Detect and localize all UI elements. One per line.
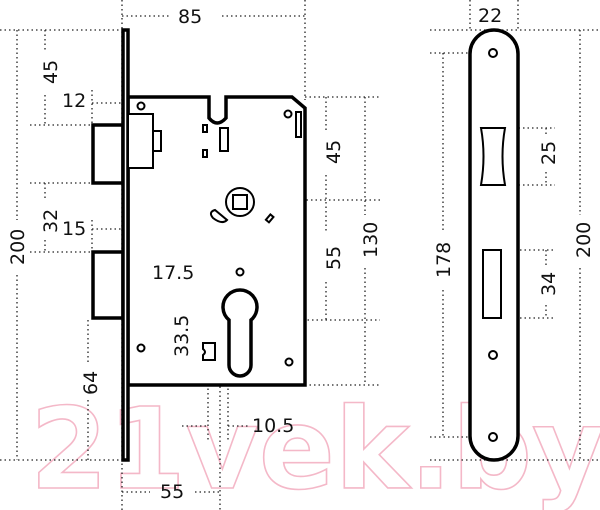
dim-34: 34 xyxy=(538,272,560,296)
dim-12: 12 xyxy=(62,90,86,112)
screw-hole xyxy=(283,109,293,119)
center-hole xyxy=(235,267,245,277)
dim-178: 178 xyxy=(433,242,455,278)
bolt-slot xyxy=(482,249,502,319)
plate-outline xyxy=(468,28,520,462)
latch-slot xyxy=(479,127,507,186)
dim-45-right: 45 xyxy=(323,140,345,164)
dim-85: 85 xyxy=(178,6,202,28)
dim-130: 130 xyxy=(360,222,382,258)
screw-hole xyxy=(136,343,146,353)
dead-bolt xyxy=(91,250,125,320)
dim-17-5: 17.5 xyxy=(152,262,194,284)
strike-plate xyxy=(468,28,520,462)
spindle-square xyxy=(232,194,248,210)
screw-hole xyxy=(488,48,498,58)
screw-hole xyxy=(488,350,498,360)
dimension-labels: 85 45 12 32 15 200 17.5 33.5 64 10.5 55 … xyxy=(7,5,595,503)
screw-hole xyxy=(488,432,498,442)
dim-22: 22 xyxy=(478,5,502,27)
cylinder-cutout xyxy=(221,288,259,378)
lock-case xyxy=(126,95,307,387)
dim-200-right: 200 xyxy=(573,222,595,258)
dim-45-top: 45 xyxy=(40,60,62,84)
dim-32: 32 xyxy=(40,209,62,233)
dim-33-5: 33.5 xyxy=(171,315,193,357)
dim-200-left: 200 xyxy=(7,229,29,265)
dim-15: 15 xyxy=(62,218,86,240)
dim-10-5: 10.5 xyxy=(252,415,294,437)
screw-hole xyxy=(136,101,146,111)
screw-hole xyxy=(284,357,294,367)
dim-55-bottom: 55 xyxy=(160,481,184,503)
latch-housing xyxy=(127,113,154,169)
dim-64: 64 xyxy=(80,371,102,395)
dim-55-right: 55 xyxy=(323,246,345,270)
mortise-lock-body xyxy=(91,28,307,462)
dim-25: 25 xyxy=(538,141,560,165)
faceplate xyxy=(121,28,130,462)
latch-bolt xyxy=(91,123,125,185)
